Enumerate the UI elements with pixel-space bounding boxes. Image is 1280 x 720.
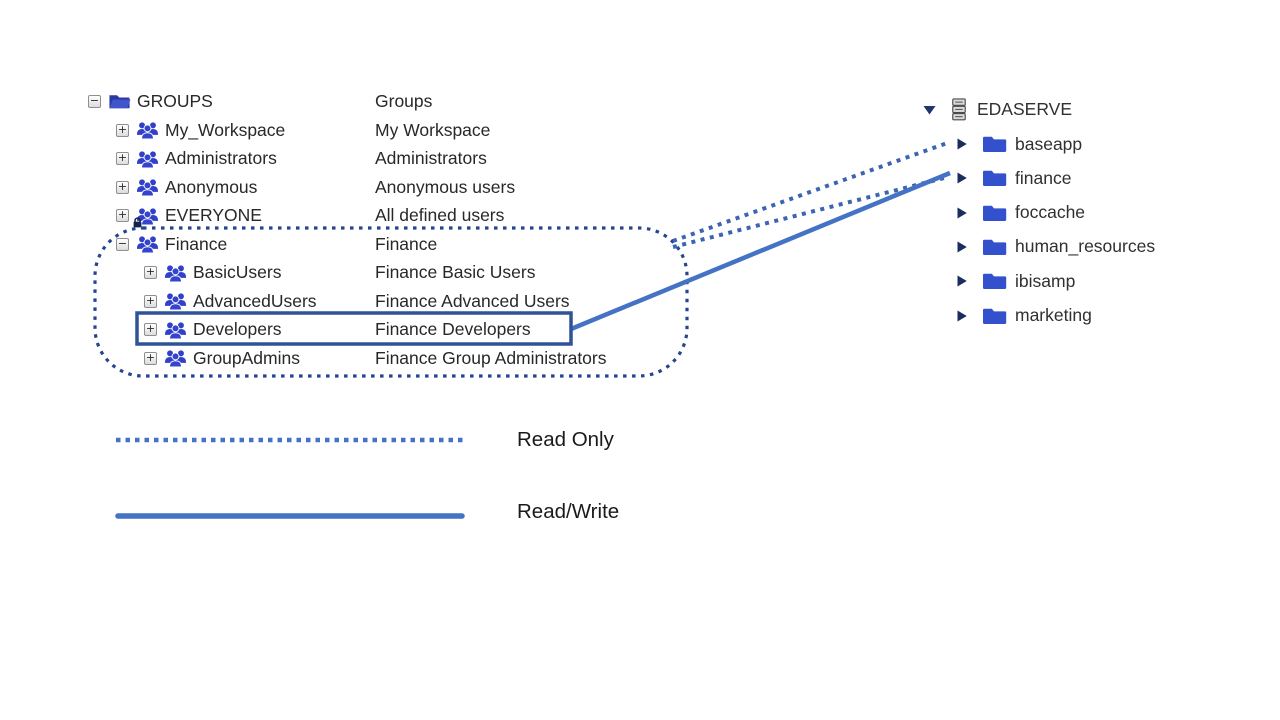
users-group-icon [164, 263, 187, 283]
expand-toggle-icon[interactable]: + [144, 293, 157, 308]
group-description: Groups [375, 91, 433, 111]
group-row-my-workspace[interactable]: + My_Workspace My Workspace [0, 116, 1280, 145]
server-name[interactable]: EDASERVE [977, 99, 1072, 119]
group-name[interactable]: Administrators [165, 148, 277, 168]
expand-toggle-icon[interactable]: + [144, 322, 157, 336]
expand-arrow-icon[interactable] [956, 206, 968, 220]
group-row-groupadmins[interactable]: + GroupAdmins Finance Group Administrato… [0, 344, 1280, 373]
folder-row-human-resources[interactable]: human_resources [956, 230, 1155, 264]
expand-arrow-icon[interactable] [956, 240, 968, 254]
group-description: Finance Developers [375, 319, 531, 339]
expand-arrow-icon[interactable] [956, 137, 968, 151]
collapse-toggle-icon[interactable]: − [88, 94, 101, 108]
expand-arrow-icon[interactable] [956, 309, 968, 323]
users-group-icon [164, 348, 187, 368]
folder-name[interactable]: marketing [1015, 305, 1092, 325]
group-description: Administrators [375, 148, 487, 168]
group-name[interactable]: GROUPS [137, 91, 213, 111]
expand-toggle-icon[interactable]: + [116, 151, 129, 165]
folder-icon [982, 134, 1007, 154]
users-group-icon [136, 234, 159, 254]
group-description: Finance [375, 233, 438, 254]
users-group-icon [136, 120, 159, 140]
group-name[interactable]: My_Workspace [165, 119, 286, 140]
expand-toggle-icon[interactable]: + [144, 350, 157, 365]
collapse-toggle-icon[interactable]: − [116, 236, 129, 251]
collapse-arrow-icon[interactable] [922, 104, 937, 116]
folder-icon [982, 168, 1007, 188]
group-description: Finance Advanced Users [375, 290, 570, 311]
group-name[interactable]: Anonymous [165, 176, 258, 197]
folder-icon [982, 306, 1007, 326]
folder-name[interactable]: ibisamp [1015, 270, 1076, 291]
users-group-icon [164, 320, 187, 340]
server-row-edaserve[interactable]: EDASERVE [922, 93, 1072, 126]
folder-name[interactable]: baseapp [1015, 133, 1083, 154]
group-description: Anonymous users [375, 176, 516, 197]
users-group-icon [164, 291, 187, 311]
folder-icon [982, 203, 1007, 223]
group-description: My Workspace [375, 119, 491, 140]
folder-row-baseapp[interactable]: baseapp [956, 127, 1082, 161]
group-name[interactable]: BasicUsers [193, 262, 282, 282]
group-description: All defined users [375, 205, 505, 225]
folder-name[interactable]: foccache [1015, 202, 1086, 223]
group-name[interactable]: AdvancedUsers [193, 290, 317, 311]
folder-icon [982, 237, 1007, 257]
lock-icon [133, 217, 142, 228]
expand-toggle-icon[interactable]: + [144, 265, 157, 279]
group-row-administrators[interactable]: + Administrators Administrators [0, 144, 1280, 173]
group-name[interactable]: EVERYONE [165, 205, 262, 225]
expand-toggle-icon[interactable]: + [116, 179, 129, 194]
expand-arrow-icon[interactable] [956, 171, 968, 185]
folder-name[interactable]: finance [1015, 167, 1072, 188]
group-description: Finance Group Administrators [375, 347, 607, 368]
folder-row-finance[interactable]: finance [956, 161, 1071, 195]
users-group-icon [136, 149, 159, 169]
folder-row-marketing[interactable]: marketing [956, 299, 1092, 333]
folder-row-ibisamp[interactable]: ibisamp [956, 264, 1075, 298]
group-name[interactable]: Finance [165, 233, 228, 254]
folder-row-foccache[interactable]: foccache [956, 196, 1085, 230]
server-icon [949, 98, 969, 121]
group-row-anonymous[interactable]: + Anonymous Anonymous users [0, 173, 1280, 202]
legend-read-only-label: Read Only [517, 428, 614, 451]
open-folder-icon [108, 92, 131, 112]
folder-name[interactable]: human_resources [1015, 236, 1156, 257]
expand-toggle-icon[interactable]: + [116, 122, 129, 137]
group-name[interactable]: Developers [193, 319, 282, 339]
users-group-locked-icon [136, 206, 159, 226]
group-row-groups[interactable]: − GROUPS Groups [0, 87, 1280, 116]
group-name[interactable]: GroupAdmins [193, 347, 300, 368]
expand-toggle-icon[interactable]: + [116, 208, 129, 222]
legend-read-write-label: Read/Write [517, 500, 620, 523]
group-description: Finance Basic Users [375, 262, 536, 282]
users-group-icon [136, 177, 159, 197]
folder-icon [982, 271, 1007, 291]
group-row-everyone[interactable]: + EVERYONE All defined users [0, 201, 1280, 230]
expand-arrow-icon[interactable] [956, 274, 968, 288]
